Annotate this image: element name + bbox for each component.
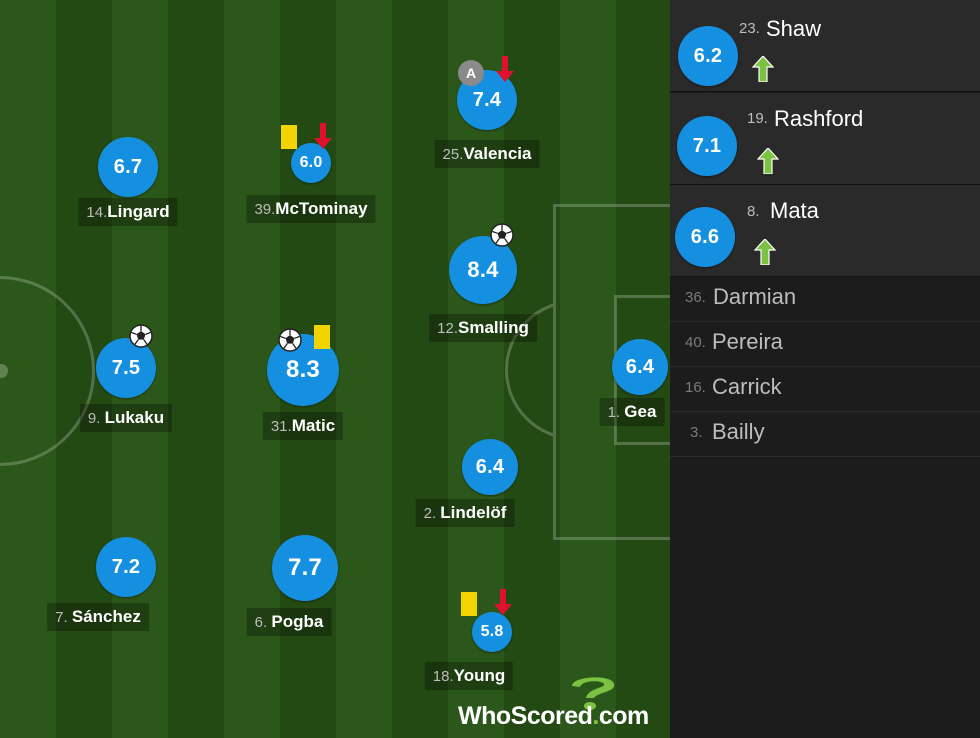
player-name: Mata bbox=[770, 198, 819, 223]
player-name-tag: 2. Lindelöf bbox=[415, 499, 515, 527]
yellow-card-icon bbox=[461, 592, 477, 616]
rating-bubble: 6.0 bbox=[291, 143, 331, 183]
player-name: Smalling bbox=[458, 318, 529, 337]
player-name-tag: 25.Valencia bbox=[434, 140, 540, 168]
player-name: McTominay bbox=[275, 199, 368, 218]
sub-in-row[interactable]: 7.1 19. Rashford bbox=[670, 93, 980, 185]
goal-ball-icon bbox=[278, 328, 302, 352]
rating-bubble: 8.4 bbox=[449, 236, 517, 304]
bench-row[interactable]: 3. Bailly bbox=[670, 412, 980, 457]
shirt-number: 7. bbox=[55, 609, 72, 626]
pitch: 6.7 14.Lingard 6.0 39.McTominay 7.4 A 25… bbox=[0, 0, 670, 738]
player-name: Darmian bbox=[713, 284, 797, 309]
shirt-number: 23. bbox=[739, 20, 760, 37]
player-name-tag: 7. Sánchez bbox=[47, 603, 149, 631]
shirt-number: 3. bbox=[690, 424, 703, 441]
shirt-number: 40. bbox=[685, 334, 706, 351]
player-name-tag: 31.Matic bbox=[262, 412, 344, 440]
shirt-number: 19. bbox=[747, 110, 768, 127]
shirt-number: 16. bbox=[685, 379, 706, 396]
goal-ball-icon bbox=[490, 223, 514, 247]
player-name: Lingard bbox=[107, 202, 170, 221]
player-name: Bailly bbox=[712, 419, 765, 444]
player-name: Gea bbox=[624, 402, 657, 421]
shirt-number: 2. bbox=[423, 505, 441, 522]
substitutes-panel: 6.2 23. Shaw 7.1 19. Rashford 6.6 8. Mat… bbox=[670, 0, 980, 738]
player-name-tag: 1. Gea bbox=[599, 398, 665, 426]
player-name-tag: 14.Lingard bbox=[78, 198, 178, 226]
sub-on-arrow-icon bbox=[752, 56, 774, 82]
player-name: Shaw bbox=[766, 16, 822, 41]
sub-in-row[interactable]: 6.6 8. Mata bbox=[670, 185, 980, 277]
sub-off-arrow-icon bbox=[496, 56, 514, 82]
player-name: Young bbox=[453, 666, 506, 685]
player-name-tag: 6. Pogba bbox=[246, 608, 332, 636]
player-name: Pereira bbox=[712, 329, 783, 354]
rating-bubble: 7.1 bbox=[677, 116, 737, 176]
player-name: Sánchez bbox=[71, 607, 141, 626]
center-circle bbox=[0, 276, 95, 466]
sub-off-arrow-icon bbox=[494, 589, 512, 615]
rating-bubble: 6.7 bbox=[98, 137, 158, 197]
goal-ball-icon bbox=[129, 324, 153, 348]
player-name-tag: 18.Young bbox=[424, 662, 514, 690]
shirt-number: 36. bbox=[685, 289, 706, 306]
sub-in-row[interactable]: 6.2 23. Shaw bbox=[670, 0, 980, 92]
captain-icon: A bbox=[458, 60, 484, 86]
player-name: Rashford bbox=[774, 106, 864, 131]
rating-bubble: 6.6 bbox=[675, 207, 735, 267]
player-name: Lukaku bbox=[104, 408, 165, 427]
player-name-tag: 12.Smalling bbox=[429, 314, 537, 342]
shirt-number: 12. bbox=[437, 320, 458, 337]
logo-text: WhoScored.com bbox=[458, 702, 649, 730]
rating-bubble: 7.7 bbox=[272, 535, 338, 601]
player-name: Pogba bbox=[271, 612, 324, 631]
player-name: Matic bbox=[291, 416, 336, 435]
bench-row[interactable]: 16. Carrick bbox=[670, 367, 980, 412]
player-name: Carrick bbox=[712, 374, 782, 399]
yellow-card-icon bbox=[314, 325, 330, 349]
shirt-number: 25. bbox=[442, 146, 464, 163]
bench-row[interactable]: 36. Darmian bbox=[670, 277, 980, 322]
shirt-number: 1. bbox=[607, 404, 625, 421]
shirt-number: 14. bbox=[86, 204, 108, 221]
shirt-number: 18. bbox=[432, 668, 454, 685]
shirt-number: 9. bbox=[87, 410, 105, 427]
shirt-number: 31. bbox=[270, 418, 292, 435]
rating-bubble: 5.8 bbox=[472, 612, 512, 652]
yellow-card-icon bbox=[281, 125, 297, 149]
rating-bubble: 6.2 bbox=[678, 26, 738, 86]
player-name: Lindelöf bbox=[440, 503, 507, 522]
shirt-number: 39. bbox=[254, 201, 276, 218]
rating-bubble: 7.5 bbox=[96, 338, 156, 398]
question-mark-logo-icon bbox=[572, 677, 615, 710]
rating-bubble: 7.2 bbox=[96, 537, 156, 597]
bench-row[interactable]: 40. Pereira bbox=[670, 322, 980, 367]
penalty-box bbox=[553, 204, 670, 540]
player-name-tag: 39.McTominay bbox=[246, 195, 376, 223]
sub-on-arrow-icon bbox=[757, 148, 779, 174]
sub-off-arrow-icon bbox=[314, 123, 332, 149]
whoscored-logo: WhoScored.com bbox=[458, 672, 668, 732]
sub-on-arrow-icon bbox=[754, 239, 776, 265]
shirt-number: 8. bbox=[747, 203, 760, 220]
rating-bubble: 6.4 bbox=[612, 339, 668, 395]
player-name-tag: 9. Lukaku bbox=[79, 404, 173, 432]
player-name: Valencia bbox=[463, 144, 532, 163]
shirt-number: 6. bbox=[254, 614, 272, 631]
rating-bubble: 6.4 bbox=[462, 439, 518, 495]
center-spot bbox=[0, 364, 8, 378]
